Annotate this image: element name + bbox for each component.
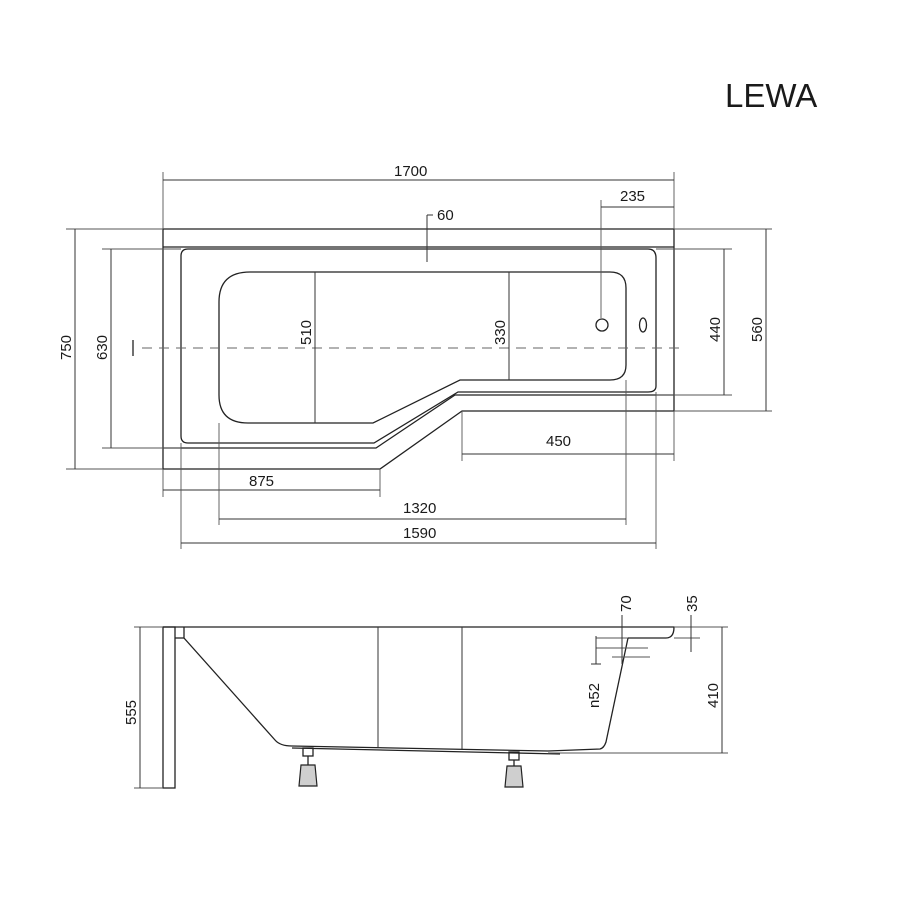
bathtub-inner-tray (180, 248, 657, 444)
dim-total-height: 555 (123, 700, 140, 725)
dim-basin-width-small: 330 (492, 320, 509, 345)
dim-basin-width-large: 510 (298, 320, 315, 345)
dim-width-total: 750 (58, 335, 75, 360)
drain-hole (595, 318, 609, 332)
bathtub-basin (218, 271, 627, 424)
base-frame (291, 747, 561, 755)
dim-inner-width: 630 (94, 335, 111, 360)
foot-left (298, 747, 318, 787)
dim-rim-height: 35 (684, 595, 701, 612)
bathtub-outer-contour (162, 228, 675, 470)
bathtub-rim (163, 626, 675, 639)
side-view: 555 410 35 70 n52 (123, 595, 728, 789)
dim-basin-length: 1320 (403, 500, 436, 517)
dim-overflow-offset: 235 (620, 188, 645, 205)
side-panel (162, 626, 176, 789)
dim-wide-length: 875 (249, 473, 274, 490)
dim-drain: n52 (586, 683, 603, 708)
dim-inner-length: 1590 (403, 525, 436, 542)
dim-narrow-total: 560 (749, 317, 766, 342)
top-view: 1700 235 60 750 630 510 330 440 (58, 163, 772, 549)
dim-narrow-length: 450 (546, 433, 571, 450)
dim-rim-drop: 70 (618, 595, 635, 612)
dim-narrow-inner: 440 (707, 317, 724, 342)
dim-length-total: 1700 (394, 163, 427, 180)
foot-right (504, 751, 524, 788)
dim-rim-width: 60 (437, 207, 454, 224)
overflow-hole (638, 317, 648, 333)
drawing-title: LEWA (725, 77, 817, 114)
dim-basin-depth: 410 (705, 683, 722, 708)
bathtub-body (183, 627, 629, 752)
rim-front-line (163, 394, 674, 449)
